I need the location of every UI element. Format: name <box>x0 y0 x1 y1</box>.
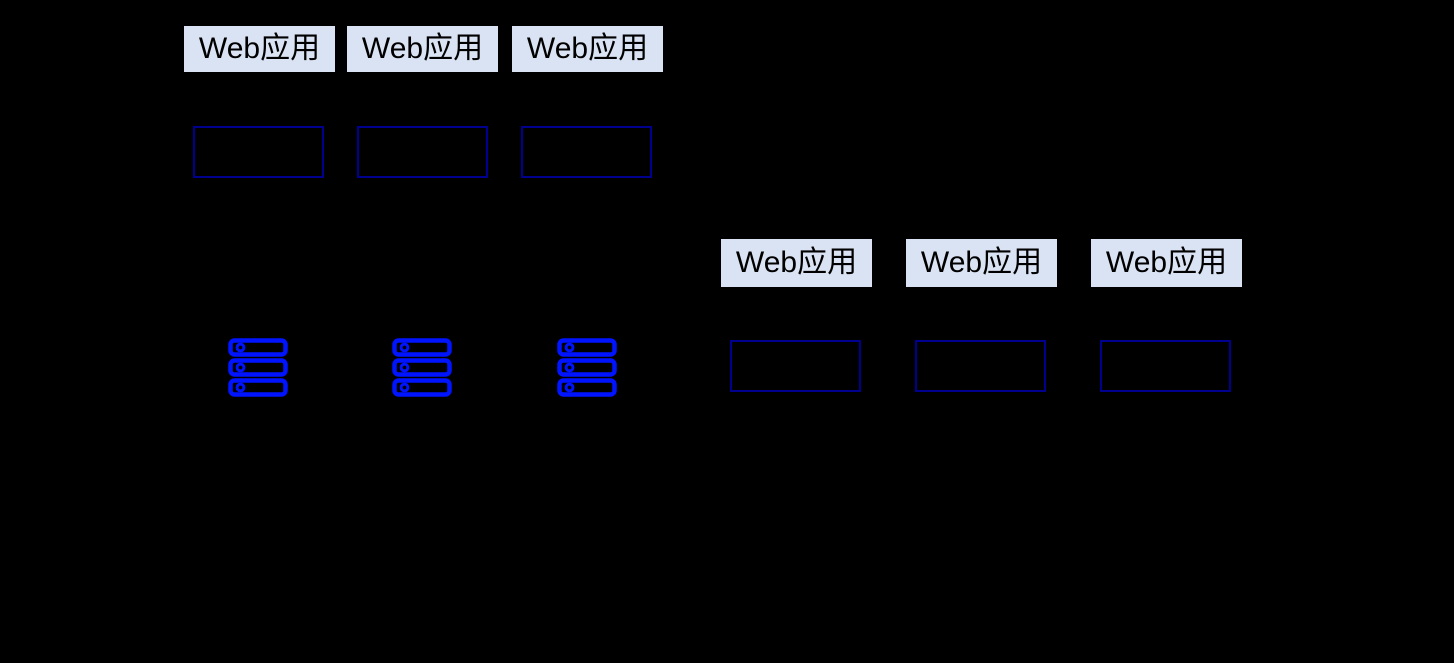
web-app-label: Web应用 <box>721 239 872 287</box>
server-stack-icon <box>228 338 288 397</box>
server-box <box>915 340 1046 392</box>
web-app-label: Web应用 <box>512 26 663 72</box>
server-box <box>193 126 324 178</box>
server-box <box>521 126 652 178</box>
server-stack-icon <box>557 338 617 397</box>
web-app-label: Web应用 <box>184 26 335 72</box>
web-app-label: Web应用 <box>906 239 1057 287</box>
web-app-label: Web应用 <box>1091 239 1242 287</box>
web-app-label: Web应用 <box>347 26 498 72</box>
server-box <box>357 126 488 178</box>
server-box <box>730 340 861 392</box>
server-box <box>1100 340 1231 392</box>
server-stack-icon <box>392 338 452 397</box>
